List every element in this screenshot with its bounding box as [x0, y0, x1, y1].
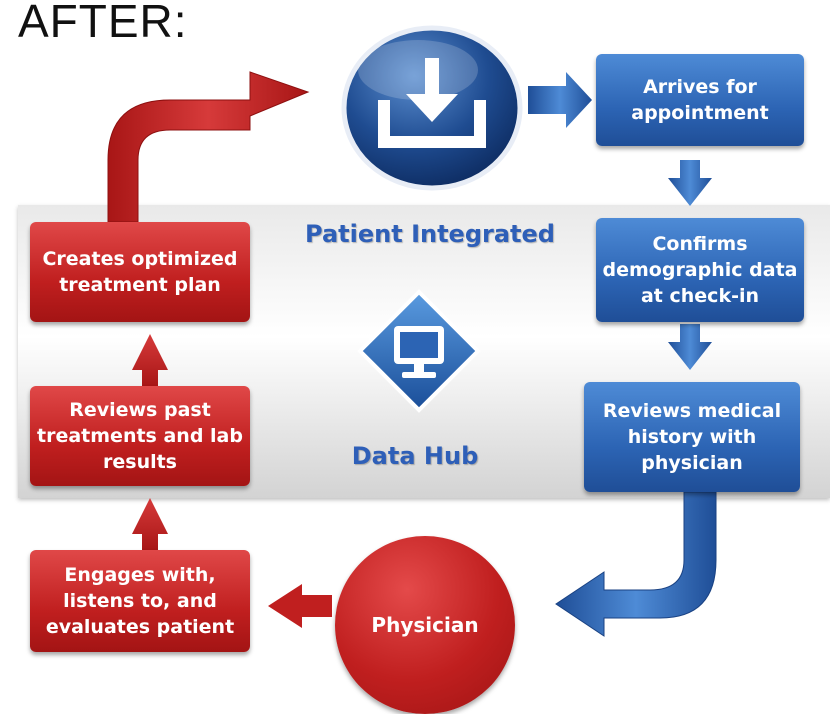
- red-left-arrow: [268, 584, 332, 628]
- red-up-arrow-2: [132, 498, 168, 550]
- step-physician: Physician: [335, 536, 515, 714]
- step-reviews-history: Reviews medical history with physician: [584, 382, 800, 492]
- hub-title: Patient Integrated: [305, 220, 555, 248]
- hub-subtitle: Data Hub: [351, 442, 479, 470]
- blue-curve-arrow: [555, 491, 717, 637]
- blue-down-arrow-1: [668, 160, 712, 206]
- flow-arrows: [107, 71, 717, 637]
- download-icon: [341, 25, 523, 191]
- step-creates-plan: Creates optimized treatment plan: [30, 222, 250, 322]
- blue-right-arrow: [528, 72, 592, 128]
- step-confirms: Confirms demographic data at check-in: [596, 218, 804, 322]
- header-title: AFTER:: [18, 0, 188, 47]
- blue-down-arrow-2: [668, 324, 712, 370]
- monitor-diamond-icon: [357, 289, 481, 413]
- step-engages: Engages with, listens to, and evaluates …: [30, 550, 250, 652]
- red-up-arrow-1: [132, 334, 168, 386]
- red-curve-arrow: [107, 71, 310, 223]
- step-reviews-past: Reviews past treatments and lab results: [30, 386, 250, 486]
- physician-label: Physician: [371, 613, 479, 637]
- step-arrives: Arrives for appointment: [596, 54, 804, 146]
